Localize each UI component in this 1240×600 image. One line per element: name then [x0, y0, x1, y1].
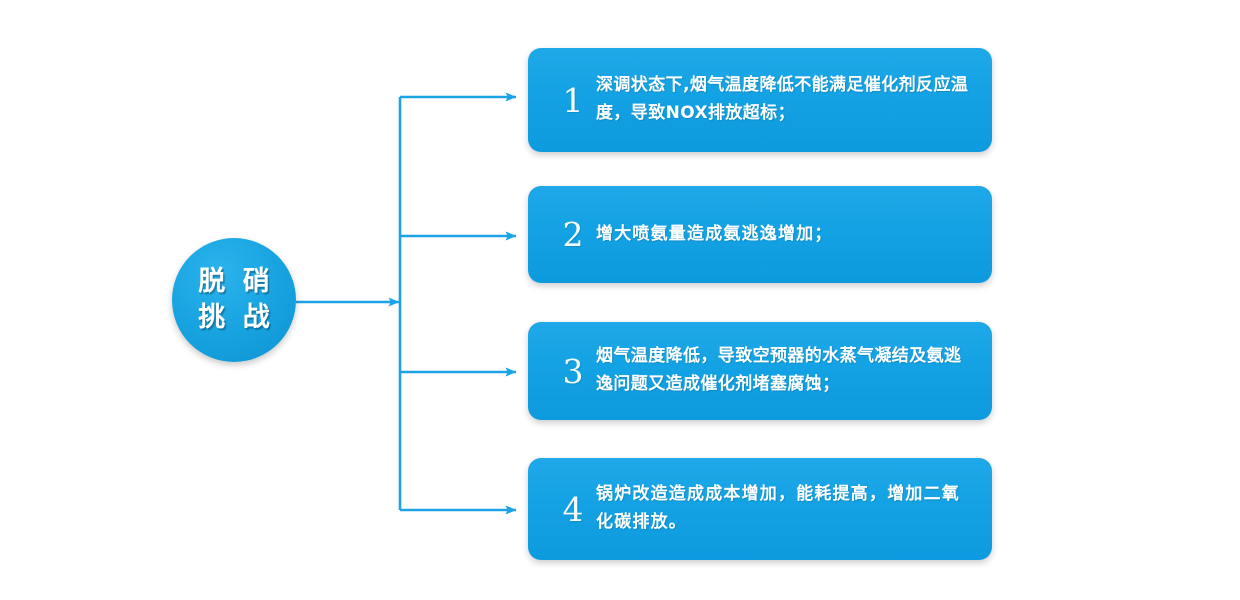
challenge-box-4[interactable]: 4 锅炉改造造成成本增加，能耗提高，增加二氧化碳排放。	[528, 458, 992, 560]
challenge-text-1: 深调状态下,烟气温度降低不能满足催化剂反应温度，导致NOX排放超标；	[596, 75, 969, 123]
challenge-number-3: 3	[562, 351, 584, 391]
challenge-text-3: 烟气温度降低，导致空预器的水蒸气凝结及氨逃逸问题又造成催化剂堵塞腐蚀；	[596, 346, 962, 394]
hub-circle[interactable]: 脱 硝 挑 战	[172, 238, 296, 362]
hub-title-line-1: 脱 硝	[198, 266, 274, 298]
challenge-box-2[interactable]: 2 增大喷氨量造成氨逃逸增加；	[528, 186, 992, 283]
challenge-number-2: 2	[562, 215, 584, 254]
challenge-text-4: 锅炉改造造成成本增加，能耗提高，增加二氧化碳排放。	[596, 484, 960, 532]
hub-title-line-2: 挑 战	[198, 302, 274, 333]
challenge-box-1[interactable]: 1 深调状态下,烟气温度降低不能满足催化剂反应温度，导致NOX排放超标；	[528, 48, 992, 152]
challenge-number-4: 4	[562, 489, 584, 529]
challenge-number-1: 1	[562, 80, 584, 120]
challenge-text-2: 增大喷氨量造成氨逃逸增加；	[596, 223, 833, 244]
challenge-box-3[interactable]: 3 烟气温度降低，导致空预器的水蒸气凝结及氨逃逸问题又造成催化剂堵塞腐蚀；	[528, 322, 992, 420]
